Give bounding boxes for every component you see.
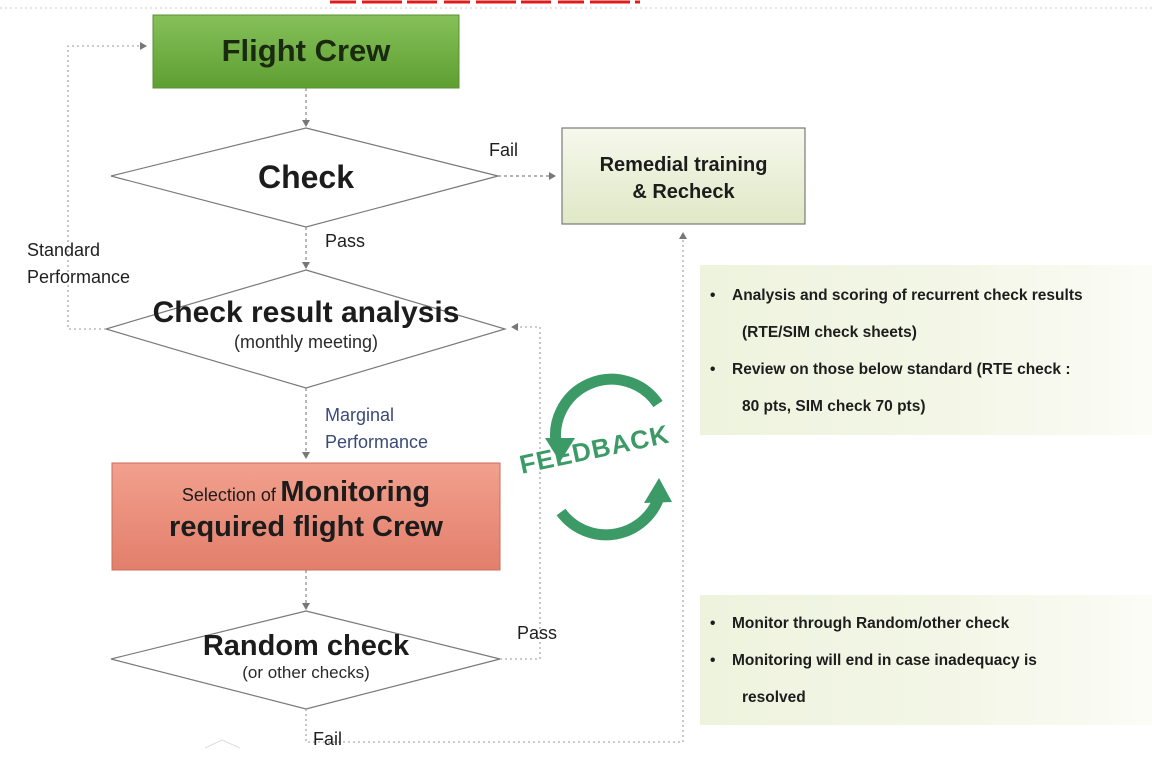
note-item-continued: resolved — [700, 679, 1152, 716]
analysis-title: Check result analysis — [152, 296, 460, 329]
note-item: •Monitoring will end in case inadequacy … — [710, 652, 1037, 669]
flight-crew-box — [152, 14, 460, 89]
analysis-label: Check result analysis (monthly meeting) — [106, 296, 506, 353]
note-item-continued: (RTE/SIM check sheets) — [700, 314, 1152, 351]
marginal-line-2: Performance — [325, 432, 429, 452]
selection-monitoring-text: Monitoring — [280, 476, 431, 508]
edge-random-pass — [500, 323, 541, 660]
note-text: Analysis and scoring of recurrent check … — [732, 287, 1083, 304]
note-item: •Review on those below standard (RTE che… — [710, 361, 1071, 378]
analysis-subtitle: (monthly meeting) — [233, 332, 379, 352]
note-text: resolved — [742, 689, 806, 706]
selection-label: Selection of Monitoring required flight … — [112, 476, 500, 544]
note-item-continued: 80 pts, SIM check 70 pts) — [700, 388, 1152, 425]
edge-random-fail — [305, 232, 687, 743]
note-text: 80 pts, SIM check 70 pts) — [742, 398, 926, 415]
standard-line-2: Performance — [27, 267, 131, 287]
note-text: (RTE/SIM check sheets) — [742, 324, 917, 341]
remedial-box — [561, 127, 806, 225]
standard-line-1: Standard — [27, 240, 101, 260]
marginal-performance-label: Marginal Performance — [325, 402, 428, 456]
selection-small-text: Selection of — [181, 485, 276, 505]
remedial-line-2: & Recheck — [632, 181, 735, 203]
notes-panel-bottom: •Monitor through Random/other check •Mon… — [700, 595, 1152, 725]
fail-label-bottom: Fail — [313, 729, 343, 749]
feedback-arrows-icon — [545, 373, 672, 541]
selection-line-2: required flight Crew — [169, 511, 443, 543]
fail-label-top: Fail — [489, 140, 519, 160]
random-title: Random check — [202, 630, 410, 662]
note-text: Monitor through Random/other check — [732, 615, 1010, 632]
selection-line-1: Selection of Monitoring — [112, 476, 500, 509]
standard-performance-label: Standard Performance — [27, 237, 130, 291]
remedial-line-1: Remedial training — [599, 154, 768, 176]
remedial-label: Remedial training & Recheck — [562, 152, 805, 206]
note-item: •Analysis and scoring of recurrent check… — [710, 287, 1083, 304]
note-item: •Monitor through Random/other check — [710, 615, 1010, 632]
check-label: Check — [257, 159, 355, 195]
notes-panel-top: •Analysis and scoring of recurrent check… — [700, 265, 1152, 435]
note-text: Review on those below standard (RTE chec… — [732, 361, 1071, 378]
selection-box — [111, 462, 501, 571]
pass-label-check: Pass — [325, 231, 366, 251]
edge-standard-loop — [67, 42, 147, 330]
pass-label-random: Pass — [517, 623, 558, 643]
flight-crew-label: Flight Crew — [221, 33, 391, 68]
random-subtitle: (or other checks) — [242, 663, 370, 682]
marginal-line-1: Marginal — [325, 405, 395, 425]
random-label: Random check (or other checks) — [106, 630, 506, 683]
note-text: Monitoring will end in case inadequacy i… — [732, 652, 1037, 669]
